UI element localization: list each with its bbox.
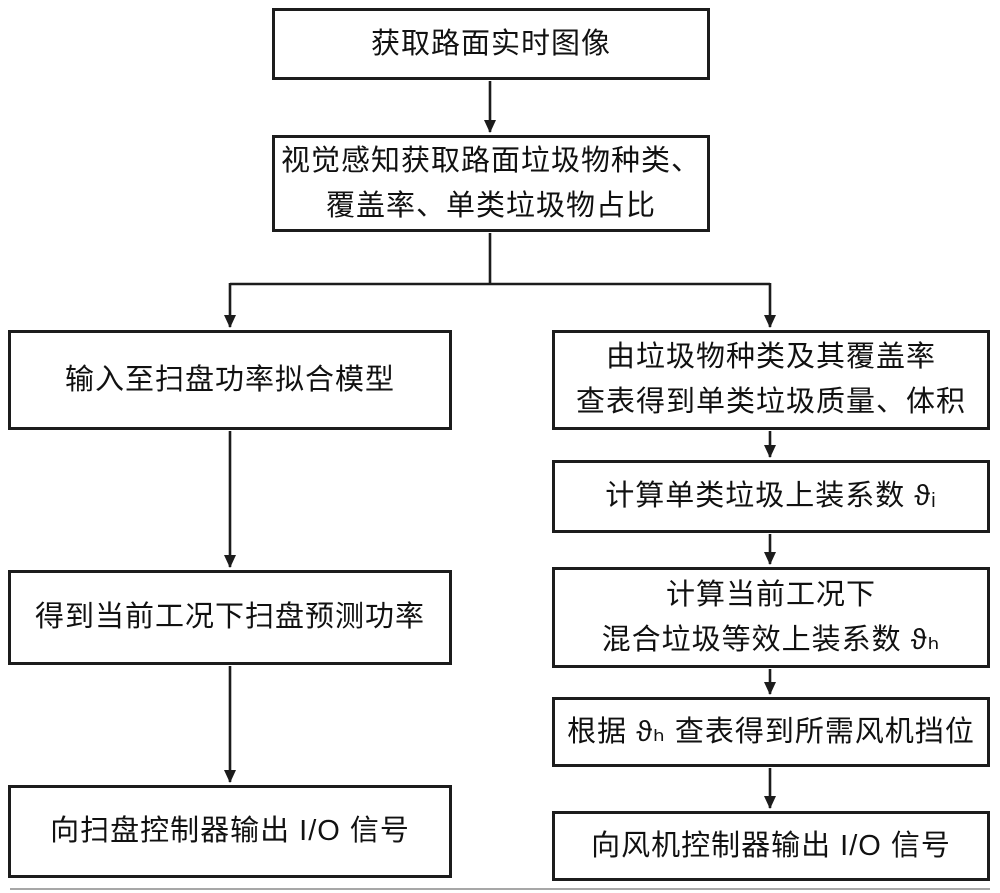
node-text-line: 视觉感知获取路面垃圾物种类、 — [280, 144, 701, 177]
node-text-line: 混合垃圾等效上装系数 ϑₕ — [601, 623, 941, 656]
node-text-line: 获取路面实时图像 — [370, 27, 611, 60]
node-text-line: 向扫盘控制器输出 I/O 信号 — [50, 815, 410, 848]
node-text-line: 计算当前工况下 — [665, 578, 876, 611]
node-text-line: 查表得到单类垃圾质量、体积 — [575, 386, 966, 418]
node-capture-road-image: 获取路面实时图像 — [272, 8, 710, 80]
node-visual-perception: 视觉感知获取路面垃圾物种类、 覆盖率、单类垃圾物占比 — [272, 135, 710, 232]
node-fan-gear-lookup: 根据 ϑₕ 查表得到所需风机挡位 — [552, 697, 990, 767]
node-lookup-mass-volume: 由垃圾物种类及其覆盖率 查表得到单类垃圾质量、体积 — [552, 330, 990, 430]
node-text-line: 向风机控制器输出 I/O 信号 — [591, 829, 951, 862]
node-text-line: 覆盖率、单类垃圾物占比 — [325, 189, 656, 222]
node-text-line: 根据 ϑₕ 查表得到所需风机挡位 — [567, 715, 975, 748]
node-fan-controller-io: 向风机控制器输出 I/O 信号 — [552, 811, 990, 881]
node-text-line: 得到当前工况下扫盘预测功率 — [34, 601, 425, 634]
node-text-line: 计算单类垃圾上装系数 ϑᵢ — [605, 480, 937, 513]
node-text-line: 输入至扫盘功率拟合模型 — [64, 363, 395, 396]
node-text-line: 由垃圾物种类及其覆盖率 — [605, 341, 936, 374]
node-sweep-predicted-power: 得到当前工况下扫盘预测功率 — [8, 570, 452, 665]
node-mixed-garbage-coefficient: 计算当前工况下 混合垃圾等效上装系数 ϑₕ — [552, 567, 990, 668]
node-single-garbage-coefficient: 计算单类垃圾上装系数 ϑᵢ — [552, 460, 990, 533]
node-sweep-controller-io: 向扫盘控制器输出 I/O 信号 — [8, 785, 452, 878]
node-sweep-power-model: 输入至扫盘功率拟合模型 — [8, 330, 452, 430]
